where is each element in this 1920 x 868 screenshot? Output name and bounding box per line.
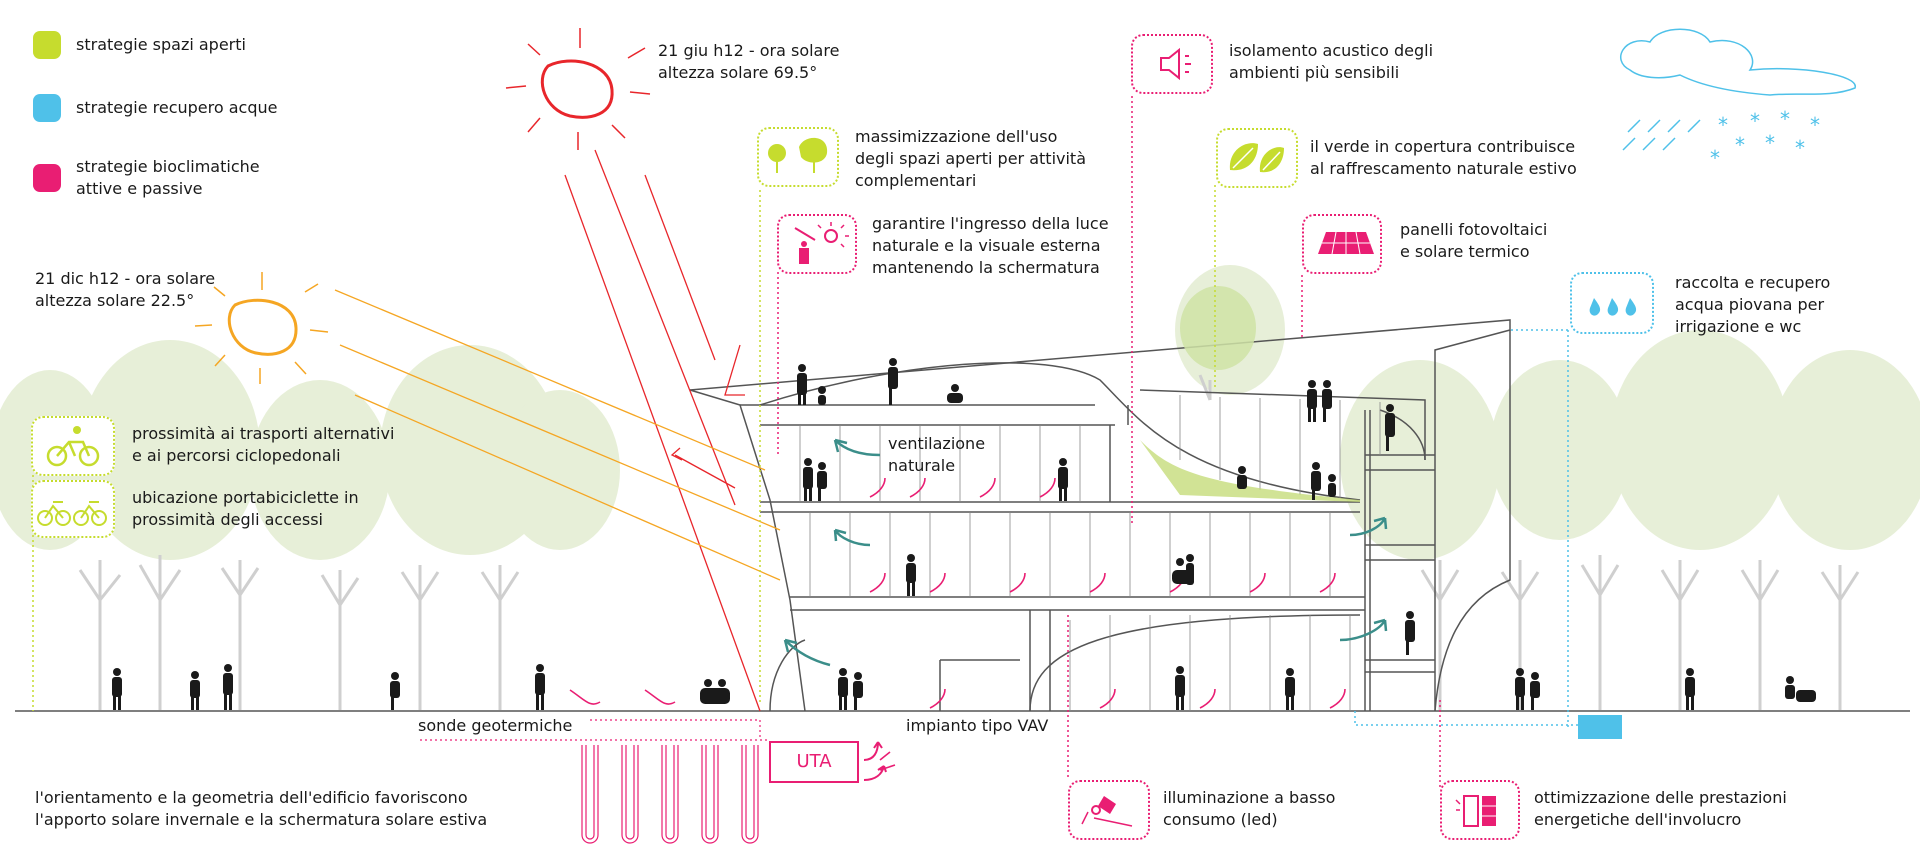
annotation-orientation: l'orientamento e la geometria dell'edifi… xyxy=(35,788,488,829)
bike-rack-icon xyxy=(31,480,115,538)
ventilation-arrows xyxy=(783,438,1388,667)
cyclist-icon xyxy=(31,416,115,476)
led-lamp-icon xyxy=(1068,780,1150,840)
leader-lines xyxy=(32,96,1580,790)
winter-sun-rays xyxy=(334,289,781,581)
water-drops-icon xyxy=(1570,272,1654,334)
cloud-rain-icon: **** **** xyxy=(1620,28,1856,170)
roof-tree xyxy=(1180,286,1256,370)
svg-text:*: * xyxy=(1810,113,1820,137)
annotation-pv: panelli fotovoltaici e solare termico xyxy=(1400,220,1548,261)
winter-sun-icon xyxy=(194,272,329,384)
annotation-geothermal: sonde geotermiche xyxy=(418,716,573,735)
svg-text:*: * xyxy=(1735,133,1745,157)
green-roof xyxy=(1140,440,1360,502)
svg-text:*: * xyxy=(1750,109,1760,133)
legend-label-open-spaces: strategie spazi aperti xyxy=(76,35,246,54)
vav-arrows-icon xyxy=(863,741,887,781)
annotation-transport: prossimità ai trasporti alternativi e ai… xyxy=(132,424,395,465)
summer-sun-label: 21 giu h12 - ora solare altezza solare 6… xyxy=(658,41,840,82)
annotation-daylight: garantire l'ingresso della luce naturale… xyxy=(872,214,1109,277)
svg-text:*: * xyxy=(1795,136,1805,160)
legend-label-water: strategie recupero acque xyxy=(76,98,278,117)
people-silhouettes xyxy=(112,358,1816,710)
legend-label-bioclimatic: strategie bioclimatiche attive e passive xyxy=(76,157,260,198)
svg-text:*: * xyxy=(1710,146,1720,170)
green-roof-leaves-icon xyxy=(1216,128,1298,188)
solar-panel-icon xyxy=(1302,214,1382,274)
glazing-lines xyxy=(799,395,1381,711)
daylight-icon xyxy=(777,214,857,274)
svg-text:*: * xyxy=(1780,107,1790,131)
winter-sun-label: 21 dic h12 - ora solare altezza solare 2… xyxy=(35,269,216,310)
acoustic-speaker-icon xyxy=(1131,34,1213,94)
annotation-vav: impianto tipo VAV xyxy=(906,716,1049,735)
annotation-rainwater: raccolta e recupero acqua piovana per ir… xyxy=(1675,273,1831,336)
annotation-acoustic: isolamento acustico degli ambienti più s… xyxy=(1229,41,1434,82)
open-space-trees-icon xyxy=(757,127,839,187)
annotation-bike: ubicazione portabiciclette in prossimità… xyxy=(132,488,359,529)
summer-sun-rays xyxy=(564,149,761,712)
airflow-arrows xyxy=(569,477,1346,771)
legend-swatches xyxy=(33,31,61,192)
uta-unit-box: UTA xyxy=(769,741,859,783)
svg-text:*: * xyxy=(1765,131,1775,155)
envelope-window-icon xyxy=(1440,780,1520,840)
annotation-open-spaces: massimizzazione dell'uso degli spazi ape… xyxy=(855,127,1086,190)
svg-text:*: * xyxy=(1718,113,1728,137)
annotation-green-roof: il verde in copertura contribuisce al ra… xyxy=(1310,137,1577,178)
water-tank xyxy=(1578,715,1622,739)
annotation-envelope: ottimizzazione delle prestazioni energet… xyxy=(1534,788,1787,829)
summer-sun-icon xyxy=(505,28,651,150)
annotation-ventilation: ventilazione naturale xyxy=(888,434,986,475)
geothermal-probes xyxy=(420,719,770,844)
annotation-led: illuminazione a basso consumo (led) xyxy=(1163,788,1336,829)
background-trees xyxy=(0,265,1920,560)
